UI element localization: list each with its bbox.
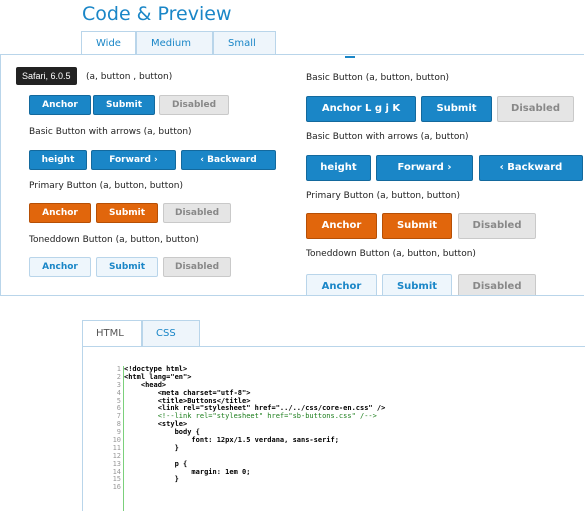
code-tabs: HTML CSS (82, 320, 200, 346)
chevron-left-icon: ‹ (200, 155, 205, 165)
tab-small[interactable]: Small (213, 31, 276, 54)
submit-button[interactable]: Submit (93, 95, 155, 115)
anchor-button-large[interactable]: Anchor L g j K (306, 96, 416, 122)
basic-button-label-right: Basic Button (a, button, button) (306, 73, 450, 83)
code-line: 5 <title>Buttons</title> (116, 396, 251, 405)
tone-label-left: Toneddown Button (a, button, button) (29, 235, 199, 245)
primary-disabled-button-large[interactable]: Disabled (458, 213, 536, 239)
page-title: Code & Preview (82, 3, 232, 25)
code-frame (82, 346, 585, 511)
code-line: 12 (112, 451, 121, 460)
code-line: 6 <link rel="stylesheet" href="../../css… (116, 404, 386, 413)
height-button-large[interactable]: height (306, 155, 371, 181)
arrows-label-right: Basic Button with arrows (a, button) (306, 132, 469, 142)
tab-wide[interactable]: Wide (81, 31, 136, 56)
primary-submit-button-large[interactable]: Submit (382, 213, 452, 239)
code-line: 14 margin: 1em 0; (112, 467, 251, 476)
code-line: 8 <style> (116, 420, 188, 429)
backward-button-large[interactable]: ‹ Backward (479, 155, 583, 181)
code-line: 2<html lang="en"> (116, 372, 192, 381)
forward-label-large: Forward (397, 162, 444, 173)
primary-anchor-button[interactable]: Anchor (29, 203, 91, 223)
primary-submit-button[interactable]: Submit (96, 203, 158, 223)
forward-label: Forward (109, 155, 151, 165)
primary-label-left: Primary Button (a, button, button) (29, 181, 183, 191)
basic-button-label-left: (a, button , button) (86, 72, 173, 82)
code-line: 1<!doctype html> (116, 365, 188, 373)
code-line: 3 <head> (116, 380, 167, 389)
primary-label-right: Primary Button (a, button, button) (306, 191, 460, 201)
code-line: 13 p { (112, 459, 188, 468)
tone-row-clip-right: Anchor Submit Disabled (300, 270, 584, 295)
chevron-right-icon: › (154, 155, 158, 165)
anchor-button[interactable]: Anchor (29, 95, 91, 115)
disabled-button[interactable]: Disabled (159, 95, 229, 115)
code-line: 15 } (112, 475, 179, 484)
forward-button[interactable]: Forward › (91, 150, 176, 170)
tone-submit-button[interactable]: Submit (96, 257, 158, 277)
tone-anchor-button[interactable]: Anchor (29, 257, 91, 277)
tab-css[interactable]: CSS (142, 320, 200, 346)
forward-button-large[interactable]: Forward › (376, 155, 473, 181)
tab-html[interactable]: HTML (82, 320, 142, 346)
submit-button-large[interactable]: Submit (421, 96, 492, 122)
code-line: 9 body { (116, 428, 200, 437)
backward-button[interactable]: ‹ Backward (181, 150, 276, 170)
backward-label: Backward (207, 155, 257, 165)
preview-tabs: Wide Medium Small (81, 31, 276, 56)
tone-submit-button-large[interactable]: Submit (382, 274, 452, 295)
disabled-button-large[interactable]: Disabled (497, 96, 574, 122)
arrows-label-left: Basic Button with arrows (a, button) (29, 127, 192, 137)
code-line: 4 <meta charset="utf-8"> (116, 388, 251, 397)
tone-label-right: Toneddown Button (a, button, button) (306, 249, 476, 259)
code-line: 16 (112, 483, 121, 492)
backward-label-large: Backward (507, 162, 563, 173)
scroll-indicator (345, 56, 355, 58)
height-button[interactable]: height (29, 150, 87, 170)
tone-disabled-button-large[interactable]: Disabled (458, 274, 536, 295)
primary-anchor-button-large[interactable]: Anchor (306, 213, 377, 239)
browser-tooltip: Safari, 6.0.5 (16, 67, 77, 85)
tab-medium[interactable]: Medium (136, 31, 213, 54)
code-line: 11 } (112, 443, 179, 452)
chevron-left-icon: ‹ (499, 162, 504, 173)
tone-anchor-button-large[interactable]: Anchor (306, 274, 377, 295)
tone-disabled-button[interactable]: Disabled (163, 257, 231, 277)
chevron-right-icon: › (447, 162, 452, 173)
code-editor[interactable]: 1<!doctype html> 2<html lang="en"> 3 <he… (111, 365, 386, 492)
gutter-bar (123, 366, 124, 511)
code-line: 7 <!--link rel="stylesheet" href="sb-but… (116, 412, 377, 421)
code-line: 10 font: 12px/1.5 verdana, sans-serif; (112, 436, 339, 445)
primary-disabled-button[interactable]: Disabled (163, 203, 231, 223)
